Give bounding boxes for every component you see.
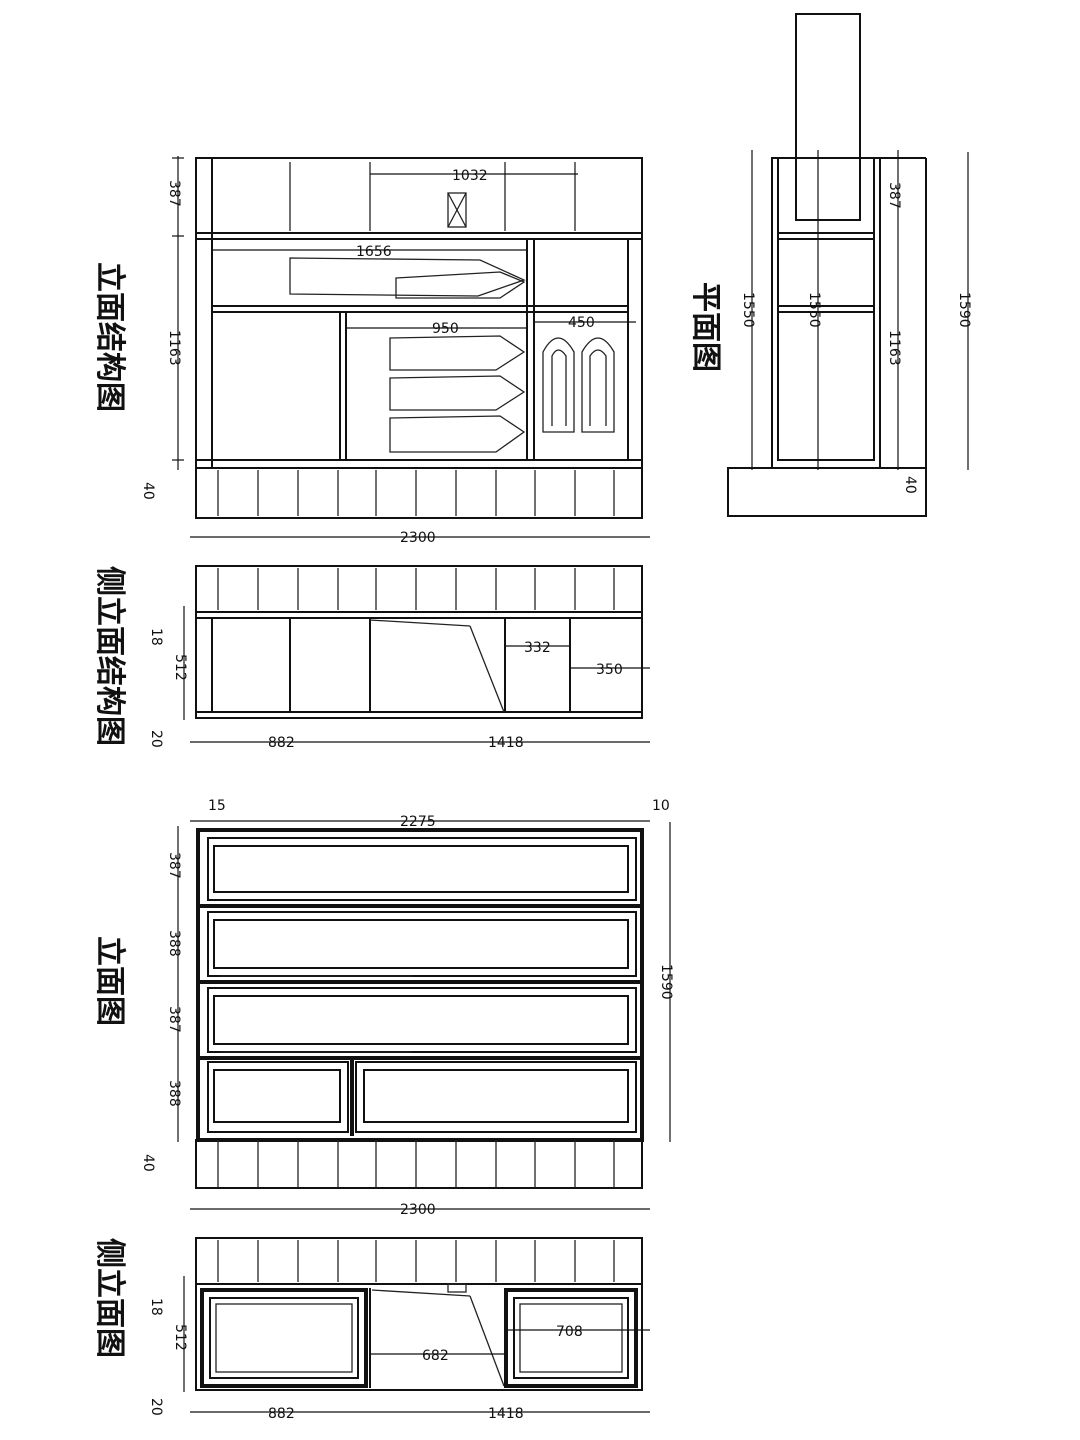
dim-el-2300: 2300 (400, 1202, 436, 1218)
elevation-structure-drawing (172, 156, 650, 538)
side-elevation-drawing (183, 1237, 650, 1413)
dim-pl-387: 387 (886, 182, 902, 209)
dim-el-387-a: 387 (166, 852, 182, 879)
dim-se-1418: 1418 (488, 1406, 524, 1422)
dim-es-1032: 1032 (452, 168, 488, 184)
dim-el-40: 40 (140, 1154, 156, 1172)
plan-drawing (727, 13, 969, 517)
dim-se-512: 512 (172, 1324, 188, 1351)
elevation-drawing (177, 820, 671, 1210)
dim-el-387-b: 387 (166, 1006, 182, 1033)
dim-ses-18: 18 (148, 628, 164, 646)
dim-el-15: 15 (208, 798, 226, 814)
dim-el-2275: 2275 (400, 814, 436, 830)
dim-se-882: 882 (268, 1406, 295, 1422)
dim-es-950: 950 (432, 321, 459, 337)
dim-es-1656: 1656 (356, 244, 392, 260)
dim-es-2300: 2300 (400, 530, 436, 546)
hanging-clothes (289, 257, 526, 453)
dim-el-388-a: 388 (166, 930, 182, 957)
dim-pl-1550-a: 1550 (740, 292, 756, 328)
dim-se-20: 20 (148, 1398, 164, 1416)
dim-ses-1418: 1418 (488, 735, 524, 751)
title-elevation: 立面图 (92, 936, 127, 1026)
plinth-blocks-top (217, 470, 615, 516)
dim-ses-350: 350 (596, 662, 623, 678)
folded-towels (542, 337, 615, 433)
dim-ses-512: 512 (172, 654, 188, 681)
title-side-elevation: 侧立面图 (92, 1238, 127, 1358)
dim-es-1163: 1163 (166, 330, 182, 366)
dim-ses-332: 332 (524, 640, 551, 656)
dim-el-388-b: 388 (166, 1080, 182, 1107)
dim-se-708: 708 (556, 1324, 583, 1340)
dim-pl-1550-b: 1550 (806, 292, 822, 328)
title-elevation-structure: 立面结构图 (92, 262, 127, 412)
dim-ses-20: 20 (148, 730, 164, 748)
dim-el-1590: 1590 (658, 964, 674, 1000)
dim-se-18: 18 (148, 1298, 164, 1316)
dim-es-450: 450 (568, 315, 595, 331)
dim-ses-882: 882 (268, 735, 295, 751)
side-elevation-structure-drawing (183, 565, 650, 743)
dim-es-40: 40 (140, 482, 156, 500)
title-side-elevation-structure: 侧立面结构图 (92, 566, 127, 746)
dim-se-682: 682 (422, 1348, 449, 1364)
dim-el-10: 10 (652, 798, 670, 814)
dim-es-387: 387 (166, 180, 182, 207)
title-plan: 平面图 (688, 282, 723, 372)
dim-pl-1590: 1590 (956, 292, 972, 328)
dim-pl-40: 40 (902, 476, 918, 494)
dim-pl-1163: 1163 (886, 330, 902, 366)
